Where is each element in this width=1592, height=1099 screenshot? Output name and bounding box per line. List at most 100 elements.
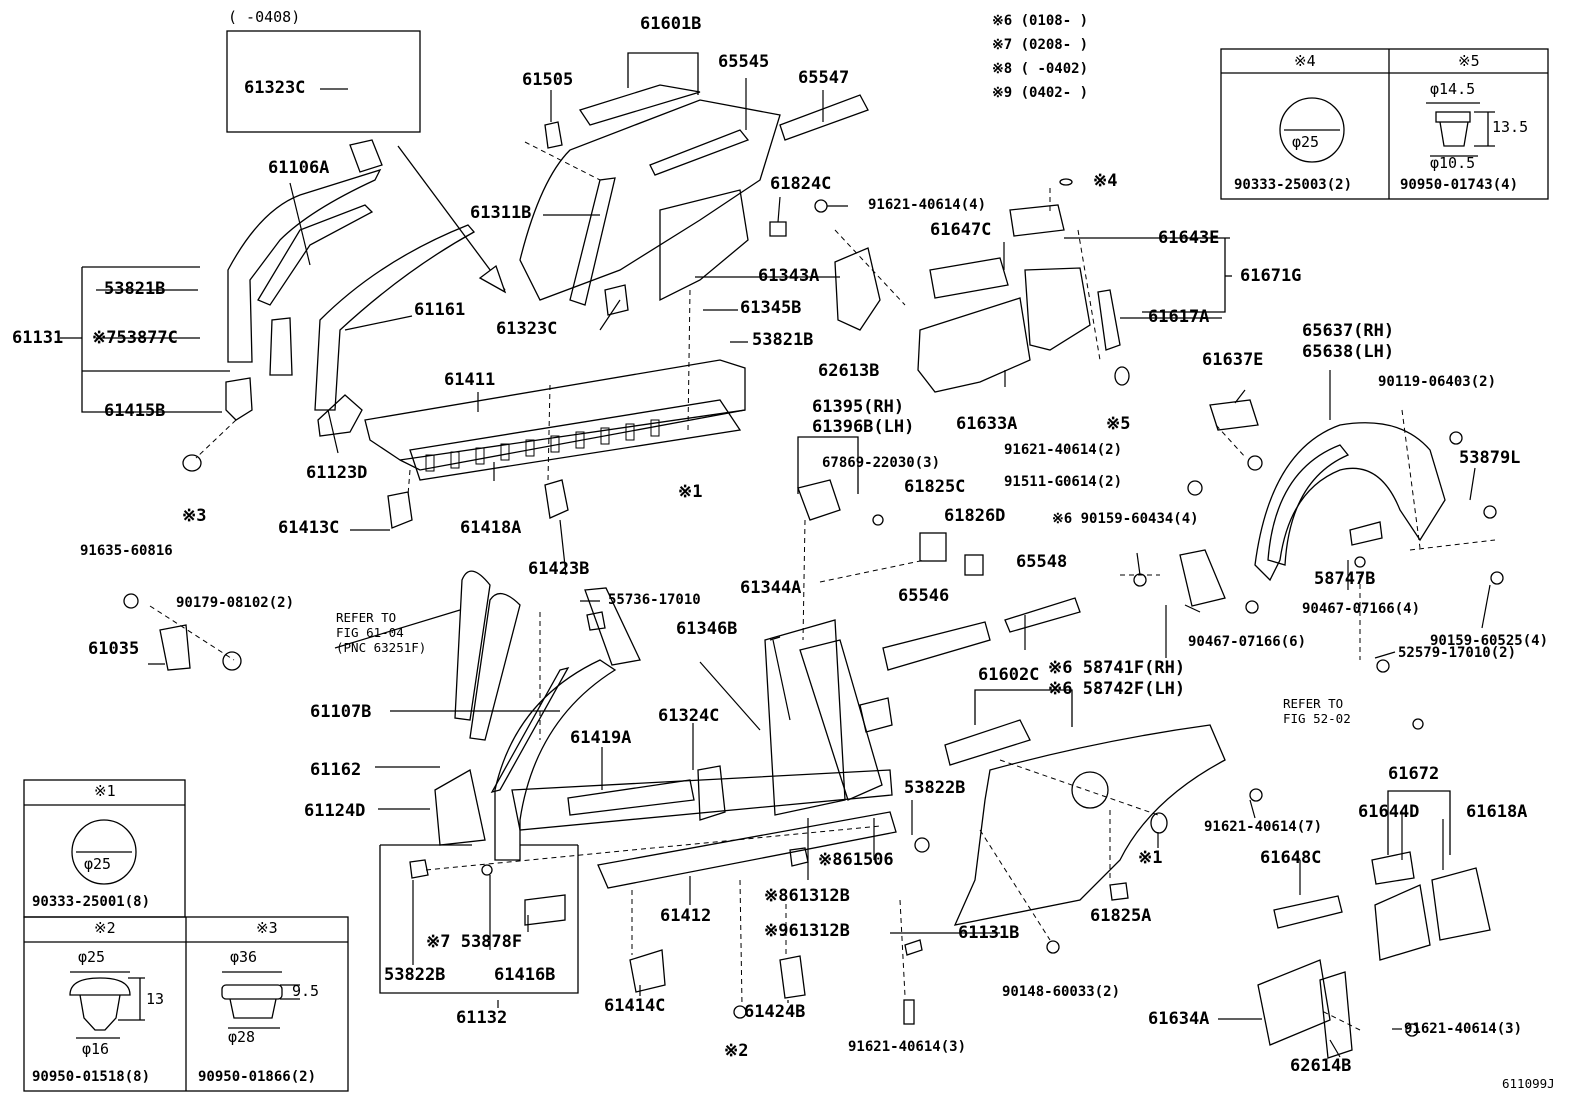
part-label[interactable]: 61343A bbox=[758, 266, 820, 286]
part-label[interactable]: 61633A bbox=[956, 414, 1018, 434]
part-label[interactable]: 55736-17010 bbox=[608, 592, 701, 608]
part-label[interactable]: 61826D bbox=[944, 506, 1006, 526]
part-label[interactable]: 61395(RH) bbox=[812, 397, 905, 417]
part-label[interactable]: 90119-06403(2) bbox=[1378, 374, 1497, 390]
part-label[interactable]: 65638(LH) bbox=[1302, 342, 1395, 362]
part-label[interactable]: ※861312B bbox=[764, 886, 850, 906]
part-label[interactable]: 61644D bbox=[1358, 802, 1420, 822]
part-label[interactable]: 65548 bbox=[1016, 552, 1068, 572]
part-label[interactable]: 61323C bbox=[244, 78, 306, 98]
part-label[interactable]: 61416B bbox=[494, 965, 556, 985]
part-label[interactable]: 61505 bbox=[522, 70, 574, 90]
part-label[interactable]: 61162 bbox=[310, 760, 362, 780]
part-label[interactable]: 61648C bbox=[1260, 848, 1322, 868]
legend-k5-h: 13.5 bbox=[1492, 118, 1529, 136]
part-label[interactable]: 53822B bbox=[904, 778, 966, 798]
quarter-lower-shape bbox=[903, 719, 1491, 1059]
part-label[interactable]: 61672 bbox=[1388, 764, 1440, 784]
part-label[interactable]: 61601B bbox=[640, 14, 702, 34]
plug-25-icon bbox=[71, 819, 137, 885]
part-label[interactable]: 90159-60525(4) bbox=[1430, 633, 1549, 649]
part-label[interactable]: 90179-08102(2) bbox=[176, 595, 295, 611]
part-label[interactable]: 61131B bbox=[958, 923, 1020, 943]
part-label[interactable]: ※2 bbox=[724, 1041, 749, 1061]
part-label[interactable]: 61414C bbox=[604, 996, 666, 1016]
part-label[interactable]: ※6 58742F(LH) bbox=[1048, 679, 1186, 699]
part-label[interactable]: 61311B bbox=[470, 203, 532, 223]
part-label[interactable]: 61324C bbox=[658, 706, 720, 726]
part-label[interactable]: 65545 bbox=[718, 52, 770, 72]
part-label[interactable]: 90467-07166(4) bbox=[1302, 601, 1421, 617]
part-label[interactable]: 61647C bbox=[930, 220, 992, 240]
part-label[interactable]: 91511-G0614(2) bbox=[1004, 474, 1123, 490]
part-label[interactable]: 61415B bbox=[104, 401, 166, 421]
part-label[interactable]: ※1 bbox=[678, 482, 703, 502]
part-label[interactable]: 58747B bbox=[1314, 569, 1376, 589]
part-label[interactable]: 67869-22030(3) bbox=[822, 455, 941, 471]
part-label[interactable]: 61602C bbox=[978, 665, 1040, 685]
legend-k2-h: 13 bbox=[146, 990, 165, 1008]
part-label[interactable]: 61671G bbox=[1240, 266, 1302, 286]
part-label[interactable]: ※5 bbox=[1106, 414, 1131, 434]
part-label[interactable]: ※3 bbox=[182, 506, 207, 526]
part-label[interactable]: 62614B bbox=[1290, 1056, 1352, 1076]
part-label[interactable]: 53822B bbox=[384, 965, 446, 985]
part-label[interactable]: 61412 bbox=[660, 906, 712, 926]
part-label[interactable]: 61346B bbox=[676, 619, 738, 639]
part-label[interactable]: 61419A bbox=[570, 728, 632, 748]
part-label[interactable]: 91621-40614(7) bbox=[1204, 819, 1323, 835]
part-label[interactable]: 62613B bbox=[818, 361, 880, 381]
part-label[interactable]: 61618A bbox=[1466, 802, 1528, 822]
legend-k4-dim: φ25 bbox=[1292, 133, 1320, 151]
part-label[interactable]: 91621-40614(2) bbox=[1004, 442, 1123, 458]
part-label[interactable]: 53821B bbox=[104, 279, 166, 299]
part-label[interactable]: ※6 58741F(RH) bbox=[1048, 658, 1186, 678]
part-label[interactable]: 61131 bbox=[12, 328, 64, 348]
part-label[interactable]: 61643E bbox=[1158, 228, 1220, 248]
part-label[interactable]: 61423B bbox=[528, 559, 590, 579]
part-label[interactable]: ※7 53878F bbox=[426, 932, 523, 952]
part-label[interactable]: 61323C bbox=[496, 319, 558, 339]
part-label[interactable]: 61424B bbox=[744, 1002, 806, 1022]
part-label[interactable]: 61035 bbox=[88, 639, 140, 659]
legend-k3-d1: φ36 bbox=[230, 948, 258, 966]
part-label[interactable]: 61161 bbox=[414, 300, 466, 320]
part-label[interactable]: ※4 bbox=[1093, 171, 1118, 191]
part-label[interactable]: 91621-40614(3) bbox=[848, 1039, 967, 1055]
part-label[interactable]: 90467-07166(6) bbox=[1188, 634, 1307, 650]
part-label[interactable]: 61124D bbox=[304, 801, 366, 821]
part-label[interactable]: 61418A bbox=[460, 518, 522, 538]
part-label[interactable]: 61825C bbox=[904, 477, 966, 497]
part-label[interactable]: 61825A bbox=[1090, 906, 1152, 926]
part-label[interactable]: 61132 bbox=[456, 1008, 508, 1028]
part-label[interactable]: 61345B bbox=[740, 298, 802, 318]
part-label[interactable]: 53821B bbox=[752, 330, 814, 350]
part-label[interactable]: 61107B bbox=[310, 702, 372, 722]
part-label[interactable]: 61634A bbox=[1148, 1009, 1210, 1029]
part-label[interactable]: 65637(RH) bbox=[1302, 321, 1395, 341]
part-label[interactable]: 90148-60033(2) bbox=[1002, 984, 1121, 1000]
part-label[interactable]: ※753877C bbox=[92, 328, 178, 348]
part-label[interactable]: 65546 bbox=[898, 586, 950, 606]
part-label[interactable]: 61617A bbox=[1148, 307, 1210, 327]
clip-5-icon bbox=[1426, 102, 1495, 157]
part-label[interactable]: 61824C bbox=[770, 174, 832, 194]
part-label[interactable]: ※1 bbox=[1138, 848, 1163, 868]
part-label[interactable]: 61411 bbox=[444, 370, 496, 390]
footnote-8: ※8 ( -0402) bbox=[992, 61, 1089, 77]
part-label[interactable]: ※961312B bbox=[764, 921, 850, 941]
part-label[interactable]: 91621-40614(3) bbox=[1404, 1021, 1523, 1037]
part-label[interactable]: 61637E bbox=[1202, 350, 1264, 370]
part-label[interactable]: 91635-60816 bbox=[80, 543, 173, 559]
part-label[interactable]: ※6 90159-60434(4) bbox=[1052, 511, 1199, 527]
part-label[interactable]: 61413C bbox=[278, 518, 340, 538]
part-label[interactable]: 61344A bbox=[740, 578, 802, 598]
part-label[interactable]: 61106A bbox=[268, 158, 330, 178]
part-label[interactable]: 65547 bbox=[798, 68, 850, 88]
part-label[interactable]: 52579-17010(2) bbox=[1398, 645, 1517, 661]
part-label[interactable]: ※861506 bbox=[818, 850, 894, 870]
part-label[interactable]: 91621-40614(4) bbox=[868, 197, 987, 213]
part-label[interactable]: 61396B(LH) bbox=[812, 417, 915, 437]
part-label[interactable]: 53879L bbox=[1459, 448, 1521, 468]
part-label[interactable]: 61123D bbox=[306, 463, 368, 483]
